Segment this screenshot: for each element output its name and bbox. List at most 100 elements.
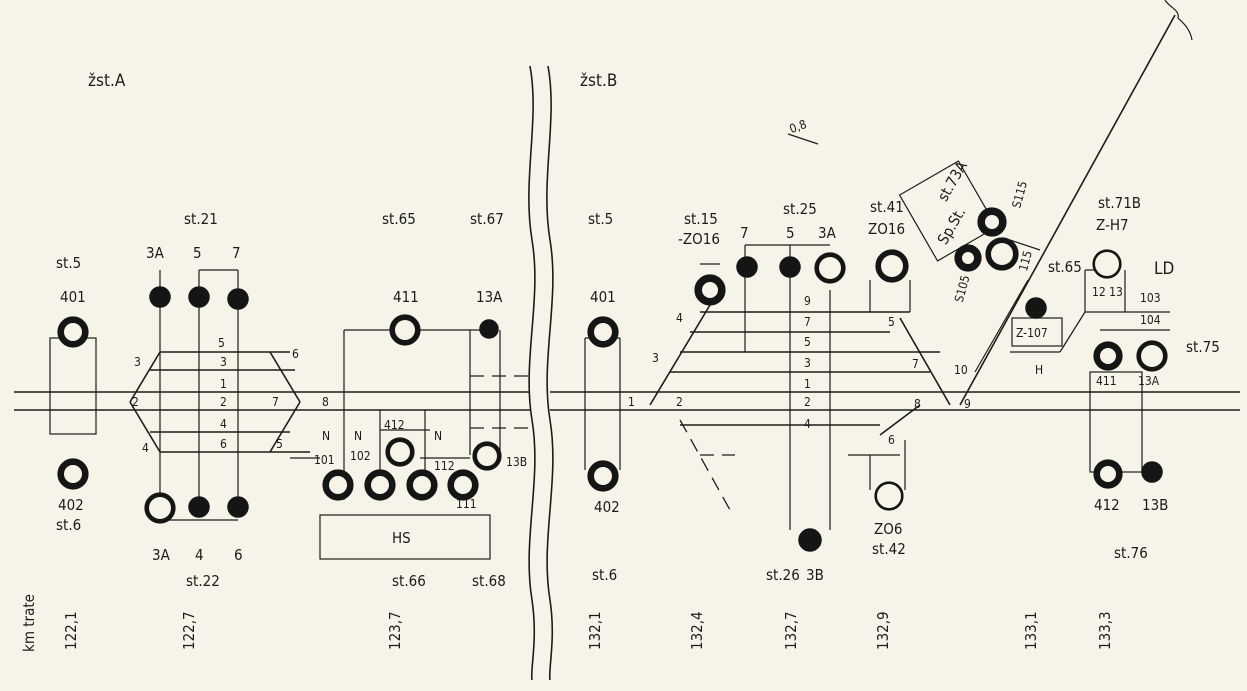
signal-412b-label: 412 [1094,496,1120,514]
signal-7-top-label: 7 [232,244,241,262]
signal-6-bottom [227,496,249,518]
stand-b-25: st.25 [783,200,817,218]
hs-panel [319,514,491,560]
distance-08-label: 0,8 [788,117,809,136]
switch-b-2: 2 [676,395,683,409]
signal-412-lens [390,442,410,462]
km-title: km trate [20,594,38,652]
switch-b-5: 5 [888,315,895,329]
km-mark-1: 122,1 [62,611,80,650]
n-101: N [322,429,330,443]
signal-5-top [188,286,210,308]
signal-412b-lens [1100,466,1116,482]
signal-z107-label: Z-107 [1016,326,1048,340]
track-b-5: 5 [804,335,811,349]
stand-b-41: st.41 [870,198,904,216]
switch-b-3: 3 [652,351,659,365]
track-a-5: 5 [218,336,225,350]
station-a-label: žst.A [88,71,126,91]
stand-b-42: st.42 [872,540,906,558]
signal-402a-lens [64,465,82,483]
signal-115-label: 115 [1016,249,1035,273]
track-a-4: 4 [220,417,227,431]
signal-zh7-label: Z-H7 [1096,216,1129,234]
signal-402a-label: 402 [58,496,84,514]
signal-13b-68-label: 13B [506,455,527,469]
signal-5-top-label: 5 [193,244,202,262]
km-marks: 122,1 122,7 123,7 132,1 132,4 132,7 132,… [62,611,1114,650]
signal-401a-label: 401 [60,288,86,306]
switch-b-6: 6 [888,433,895,447]
signal-5-25-label: 5 [786,224,795,242]
stand-b-65: st.65 [1048,258,1082,276]
signal-s105-lens [962,252,974,264]
signal-101-lens [329,476,347,494]
km-mark-2: 122,7 [180,611,198,650]
switch-a-5: 5 [276,437,283,451]
switch-a-6: 6 [292,347,299,361]
signal-4-bottom [188,496,210,518]
signal-111-lens [454,476,472,494]
signal-3a-25-lens [819,257,841,279]
km-mark-3: 123,7 [386,611,404,650]
sp-st-box [898,160,998,262]
km-mark-6: 132,7 [782,611,800,650]
v-102: 102 [350,449,371,463]
signal-zo16-41-label: ZO16 [868,220,905,238]
signal-3a-top-label: 3A [146,244,165,262]
track-b-9: 9 [804,294,811,308]
switch-a-4: 4 [142,441,149,455]
signal-zo16-41-lens [881,255,903,277]
switch-a-2: 2 [132,395,139,409]
station-b-label: žst.B [580,71,617,91]
track-a-6: 6 [220,437,227,451]
track-b-3: 3 [804,356,811,370]
switch-a-7: 7 [272,395,279,409]
stand-b-15: st.15 [684,210,718,228]
v-101: 101 [314,453,335,467]
signal-412-label: 412 [384,418,405,432]
switch-b-4: 4 [676,311,683,325]
signal-zo6-lens [877,484,901,508]
stand-a-5: st.5 [56,254,81,272]
signal-13b-68-lens [477,446,497,466]
station-break [528,65,554,681]
signal-13b-76 [1141,461,1163,483]
stand-b-73a: st.73A [934,157,971,204]
stand-a-6: st.6 [56,516,81,534]
signal-13b-76-label: 13B [1142,496,1168,514]
stand-a-68: st.68 [472,572,506,590]
signal-13a-75-label: 13A [1138,374,1160,388]
signal-zh7-lens [1095,252,1119,276]
switch-a-3: 3 [134,355,141,369]
switch-b-8: 8 [914,397,921,411]
signal-401b-label: 401 [590,288,616,306]
signal-3a-bottom-label: 3A [152,546,171,564]
signal-3a-25-label: 3A [818,224,837,242]
switch-b-10: 10 [954,363,968,377]
km-mark-5: 132,4 [688,611,706,650]
signal-102-lens [371,476,389,494]
switch-b-7: 7 [912,357,919,371]
stand-a-65: st.65 [382,210,416,228]
sp-st-label: Sp.St. [934,204,969,247]
track-a-2: 2 [220,395,227,409]
n-102: N [354,429,362,443]
stand-a-67: st.67 [470,210,504,228]
signal-13a-67-label: 13A [476,288,503,306]
v-111: 111 [456,497,477,511]
signal-402b-label: 402 [594,498,620,516]
relay-104-label: 104 [1140,313,1161,327]
stand-b-75: st.75 [1186,338,1220,356]
n-112: N [434,429,442,443]
signal-411b-label: 411 [1096,374,1117,388]
signal-112-label: 112 [434,459,455,473]
signal-411-lens [395,320,415,340]
km-mark-7: 132,9 [874,611,892,650]
stand-a-22: st.22 [186,572,220,590]
stand-b-26: st.26 [766,566,800,584]
signal-411-label: 411 [393,288,419,306]
relay-103-label: 103 [1140,291,1161,305]
signal-7-top [227,288,249,310]
